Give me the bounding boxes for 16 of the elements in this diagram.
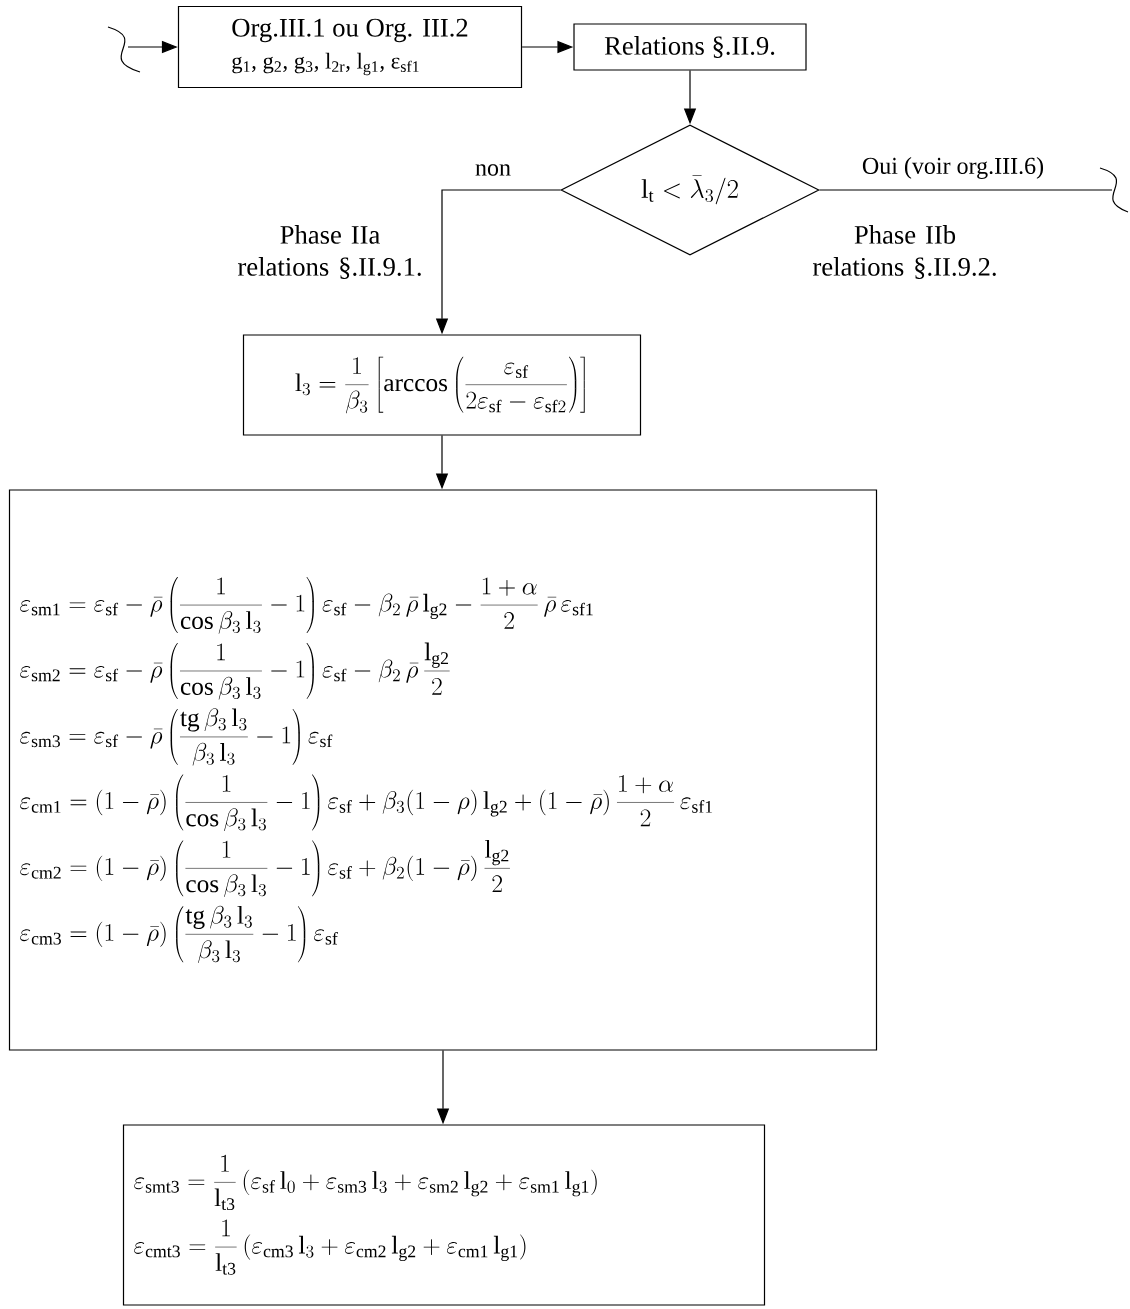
formula: $\varepsilon_{\mathrm{cm2}} = (1-\bar{\rho})\left(\frac{1}{\cos\beta_{3}\,\mathrm{l}_{3}} - 1\right)\varepsilon_{\mathrm{sf}} + \beta_{2}(1-\bar{\rho})\,\frac{\mathrm{l}_{\mathrm{g2}}}{2}$ [20,840,510,897]
edge-label: non [473,162,513,178]
process-box: Relations §.II.9. [573,23,807,71]
formula-box [122,1124,766,1306]
formula: $\varepsilon_{\mathrm{sm1}} = \varepsilon_{\mathrm{sf}} - \bar{\rho}\left(\frac{1}{\cos\beta_{3}\,\mathrm{l}_{3}} - 1\right)\varepsilon_{\mathrm{sf}} - \beta_{2}\,\bar{\rho}\,\mathrm{l}_{\mathrm{g2}} - \frac{1+\alpha}{2}\,\bar{\rho}\,\varepsilon_{\mathrm{sf1}}$ [20,577,593,634]
formula: $\varepsilon_{\mathrm{smt3}} = \frac{1}{\mathrm{l}_{\mathrm{t3}}}\left(\varepsilon_{\mathrm{sf}}\,\mathrm{l}_{0} + \varepsilon_{\mathrm{sm3}}\,\mathrm{l}_{3} + \varepsilon_{\mathrm{sm2}}\,\mathrm{l}_{\mathrm{g2}} + \varepsilon_{\mathrm{sm1}}\,\mathrm{l}_{\mathrm{g1}}\right)$ [134,1154,597,1211]
formula: $\varepsilon_{\mathrm{sm2}} = \varepsilon_{\mathrm{sf}} - \bar{\rho}\left(\frac{1}{\cos\beta_{3}\,\mathrm{l}_{3}} - 1\right)\varepsilon_{\mathrm{sf}} - \beta_{2}\,\bar{\rho}\,\frac{\mathrm{l}_{\mathrm{g2}}}{2}$ [20,642,450,700]
formula-box [8,489,878,1051]
formula-box: $\mathrm{l}_{3} = \frac{1}{\beta_{3}}\left[\arccos\left(\frac{\varepsilon_{\mathrm{sf}}}{2\varepsilon_{\mathrm{sf}} - \varepsilon_{\mathrm{sf}2}}\right)\right]$ [242,334,642,436]
process-box: Org.III.1 ou Org. III.2 g$_{1}$, g$_{2}$, g$_{3}$, l$_{2r}$, l$_{g1}$, ε$_{sf1}$ [177,5,523,89]
formula: $\varepsilon_{\mathrm{cm3}} = (1-\bar{\rho})\left(\frac{\mathrm{tg}\,\beta_{3}\,\mathrm{l}_{3}}{\beta_{3}\,\mathrm{l}_{3}} - 1\right)\varepsilon_{\mathrm{sf}}$ [20,905,338,963]
formula: $\varepsilon_{\mathrm{sm3}} = \varepsilon_{\mathrm{sf}} - \bar{\rho}\left(\frac{\mathrm{tg}\,\beta_{3}\,\mathrm{l}_{3}}{\beta_{3}\,\mathrm{l}_{3}} - 1\right)\varepsilon_{\mathrm{sf}}$ [20,708,333,766]
formula: $\varepsilon_{\mathrm{cm1}} = (1-\bar{\rho})\left(\frac{1}{\cos\beta_{3}\,\mathrm{l}_{3}} - 1\right)\varepsilon_{\mathrm{sf}} + \beta_{3}(1-\rho)\,\mathrm{l}_{\mathrm{g2}} + (1-\bar{\rho})\,\frac{1+\alpha}{2}\,\varepsilon_{\mathrm{sf1}}$ [20,774,713,832]
formula: $\varepsilon_{\mathrm{cmt3}} = \frac{1}{\mathrm{l}_{\mathrm{t3}}}\left(\varepsilon_{\mathrm{cm3}}\,\mathrm{l}_{3} + \varepsilon_{\mathrm{cm2}}\,\mathrm{l}_{\mathrm{g2}} + \varepsilon_{\mathrm{cm1}}\,\mathrm{l}_{\mathrm{g1}}\right)$ [134,1219,526,1275]
edge-label: Oui (voir org.III.6) [860,155,1046,181]
phase-note: Phase IIa relations §.II.9.1. [238,225,421,279]
